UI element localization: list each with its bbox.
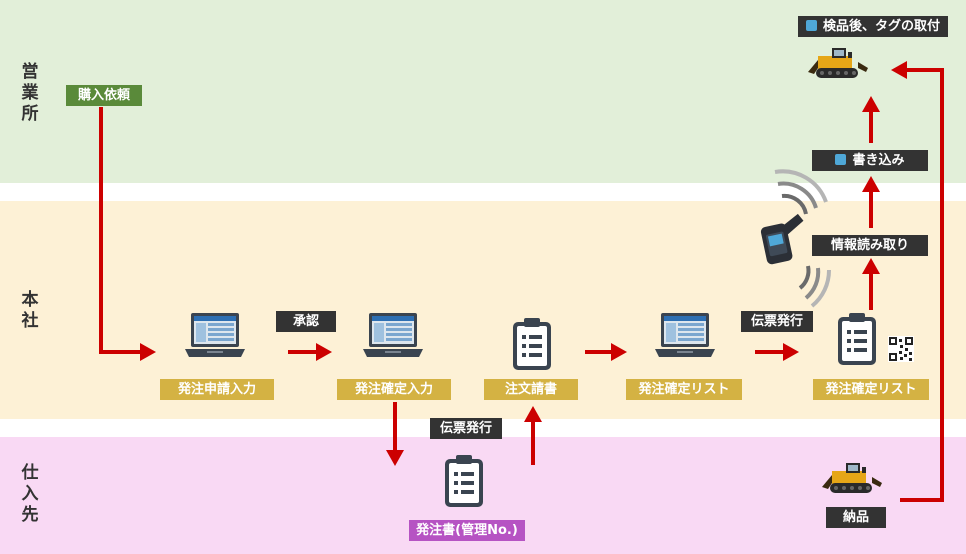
confirm-list-box-2: 発注確定リスト [813,379,929,400]
order-confirm-input-box: 発注確定入力 [337,379,451,400]
voucher-issue-box-1: 伝票発行 [430,418,502,439]
info-read-box: 情報読み取り [812,235,928,256]
clipboard-icon [513,318,551,370]
inspect-tag-box: 検品後、タグの取付 [798,16,948,37]
laptop-icon [655,313,715,357]
laptop-icon [363,313,423,357]
order-sheet-box: 発注書(管理No.) [409,520,525,541]
qr-code-icon [888,336,914,362]
rfid-reader-icon [760,169,832,308]
write-label: 書き込み [852,153,905,168]
lane-label-sales: 営業所 [21,62,39,124]
clipboard-icon [445,455,483,507]
clipboard-icon [838,313,876,365]
order-apply-input-box: 発注申請入力 [160,379,274,400]
voucher-issue-box-2: 伝票発行 [741,311,813,332]
confirm-list-box-1: 発注確定リスト [626,379,742,400]
tag-icon [835,154,847,165]
arrow-delivery-loop [900,68,944,502]
arrow-request-to-apply [99,107,140,354]
inspect-tag-label: 検品後、タグの取付 [822,19,940,34]
lane-label-supplier: 仕入先 [21,463,39,525]
purchase-request-box: 購入依頼 [66,85,142,106]
bulldozer-icon [822,463,882,493]
write-box: 書き込み [812,150,928,171]
delivery-box: 納品 [826,507,886,528]
bulldozer-icon [808,48,868,78]
lane-label-headquarters: 本社 [21,290,39,331]
purchase-order-box: 注文請書 [484,379,578,400]
laptop-icon [185,313,245,357]
tag-icon [805,20,817,31]
approval-box: 承認 [276,311,336,332]
